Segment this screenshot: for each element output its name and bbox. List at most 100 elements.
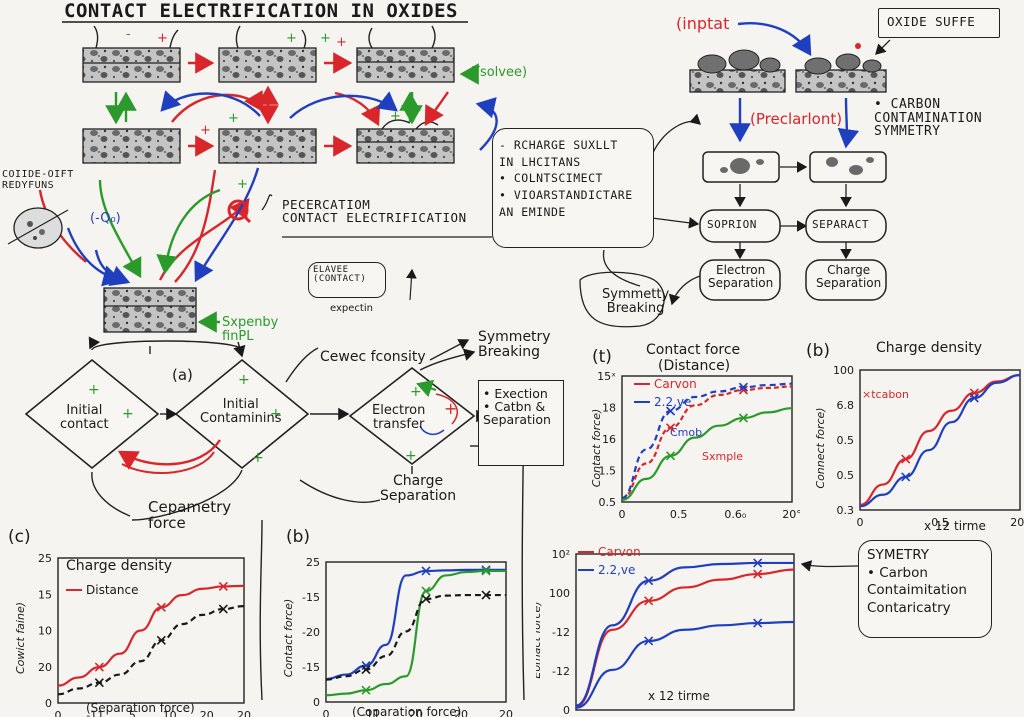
y-tick-label: 100 — [833, 364, 854, 377]
label-separact: SEPARACT — [812, 218, 869, 231]
x-tick-label: 0.5 — [931, 516, 949, 529]
series-line — [575, 561, 794, 707]
data-point-marker — [218, 581, 228, 591]
x-tick-label: 10 — [163, 709, 177, 717]
y-tick-label: 15 — [38, 588, 52, 601]
x-axis-label: (Coparation force) — [352, 705, 461, 717]
chart-t-contact-force-distance: (t)Contact force(Distance)Contact force)… — [586, 336, 800, 526]
x-tick-label: -11 — [362, 708, 380, 717]
label-symetry: SYMETRY • Carbon Contaimitation Contaric… — [867, 547, 967, 616]
x-tick-label: 0 — [619, 508, 626, 521]
symetry-box: SYMETRY • Carbon Contaimitation Contaric… — [858, 540, 992, 638]
x-tick-label: 0.6₀ — [724, 508, 746, 521]
chart-title: Contact force — [646, 342, 740, 358]
chart-svg: (t)Contact force(Distance)Contact force)… — [590, 342, 800, 521]
data-point-marker — [156, 602, 166, 612]
legend-label: Carvon — [654, 377, 697, 391]
legend-label: Carvon — [598, 545, 641, 559]
y-tick-label: -20 — [302, 626, 320, 639]
svg-text:-: - — [126, 27, 131, 42]
label-electron-separation: Electron Separation — [708, 263, 774, 290]
label-oxide-left: COIIDE-OIFT REDYFUNS — [2, 169, 74, 191]
label-percercation: PECERCATIOM CONTACT ELECTRIFICATION — [282, 197, 467, 226]
x-tick-label: 0.5 — [670, 508, 688, 521]
svg-text:+: + — [270, 406, 282, 422]
label-charge-separation-mid: Charge Separation — [380, 473, 457, 504]
label-carbon-contamination: • CARBON CONTAMINATION SYMMETRY — [874, 97, 983, 140]
label-rcharge: - RCHARGE SUXLLT IN LHCITANS • COLNTSCIM… — [499, 138, 633, 219]
label-cepametry: Cepametry force — [148, 498, 232, 532]
y-tick-label: 100 — [549, 587, 570, 600]
label-a: (a) — [172, 366, 193, 384]
label-preclaront: (Preclarlont) — [750, 110, 843, 128]
diamond-electron-transfer: Electron transfer — [372, 403, 426, 432]
label-symmetry-breaking-right: Symmetty Breaking — [602, 287, 670, 316]
chart-title: (Distance) — [658, 358, 730, 374]
data-point-marker — [218, 604, 228, 614]
svg-text:+: + — [410, 384, 422, 400]
data-point-marker — [94, 662, 104, 672]
data-point-marker — [753, 618, 763, 628]
label-oxide-suffe: OXIDE SUFFE — [887, 14, 976, 29]
series-line — [621, 382, 793, 499]
series-line — [621, 385, 793, 500]
y-tick-label: 25 — [306, 556, 320, 569]
y-tick-label: 0 — [563, 704, 570, 717]
chart-annotation: Cmob — [670, 426, 702, 439]
x-tick-label: 20 — [237, 709, 251, 717]
data-point-marker — [361, 664, 371, 675]
y-tick-label: 25 — [38, 552, 52, 565]
x-tick-label: 0 — [857, 516, 864, 529]
data-point-marker — [901, 454, 911, 464]
series-line — [325, 593, 506, 681]
exection-box: • Exection • Catbn & Separation — [478, 380, 564, 466]
series-line — [57, 584, 245, 687]
chart-eomact-force-time: Eomact force)x 12 tirme10²100-12-1200102… — [536, 530, 800, 717]
y-tick-label: 18 — [602, 402, 616, 415]
diamond-initial-contact: Initial contact — [60, 403, 109, 432]
x-tick-label: 20 — [454, 708, 468, 717]
chart-b-contact-force: (b)Contact force)(Coparation force)25-15… — [262, 520, 524, 717]
y-tick-label: 10² — [552, 548, 570, 561]
label-cewec: Cewec fconsity — [320, 349, 426, 365]
elavee-box: ELAVEE (CONTACT) — [308, 262, 386, 298]
legend-label: Distance — [86, 583, 138, 597]
svg-text:+: + — [88, 382, 100, 398]
page-title: CONTACT ELECTRIFICATION IN OXIDES — [64, 0, 458, 22]
svg-text:+: + — [157, 31, 168, 46]
data-point-marker — [94, 678, 104, 688]
label-soprion: SOPRION — [707, 218, 757, 231]
svg-text:+: + — [122, 406, 134, 422]
svg-text:+: + — [228, 111, 239, 126]
data-point-marker — [361, 685, 371, 695]
y-tick-label: -15 — [302, 661, 320, 674]
data-point-marker — [421, 594, 431, 604]
data-point-marker — [666, 406, 676, 416]
y-tick-label: 0.5 — [599, 496, 617, 509]
x-tick-label: -11 — [86, 709, 104, 717]
y-tick-label: -15 — [302, 591, 320, 604]
y-axis-label: Contact force) — [590, 409, 603, 488]
x-tick-label: 20 — [409, 708, 423, 717]
series-line — [325, 568, 506, 681]
y-tick-label: 0.5 — [837, 469, 855, 482]
plot-frame — [621, 375, 793, 503]
oxide-suffe-box: OXIDE SUFFE — [878, 8, 1000, 38]
svg-text:+: + — [238, 372, 250, 388]
y-tick-label: 0.3 — [837, 504, 855, 517]
y-tick-label: -12 — [552, 665, 570, 678]
diamond-initial-contaminins: Initial Contaminins — [200, 397, 282, 426]
oxide-blocks — [82, 47, 455, 333]
svg-text:+: + — [336, 35, 347, 50]
chart-title: Charge density — [876, 340, 982, 356]
data-point-marker — [644, 596, 654, 606]
chart-annotation: ×tcabon — [862, 388, 909, 401]
label-q-small: (-Q₀) — [90, 211, 121, 226]
y-axis-label: Contact force) — [282, 599, 295, 678]
plot-frame — [57, 557, 245, 704]
data-point-marker — [753, 558, 763, 568]
